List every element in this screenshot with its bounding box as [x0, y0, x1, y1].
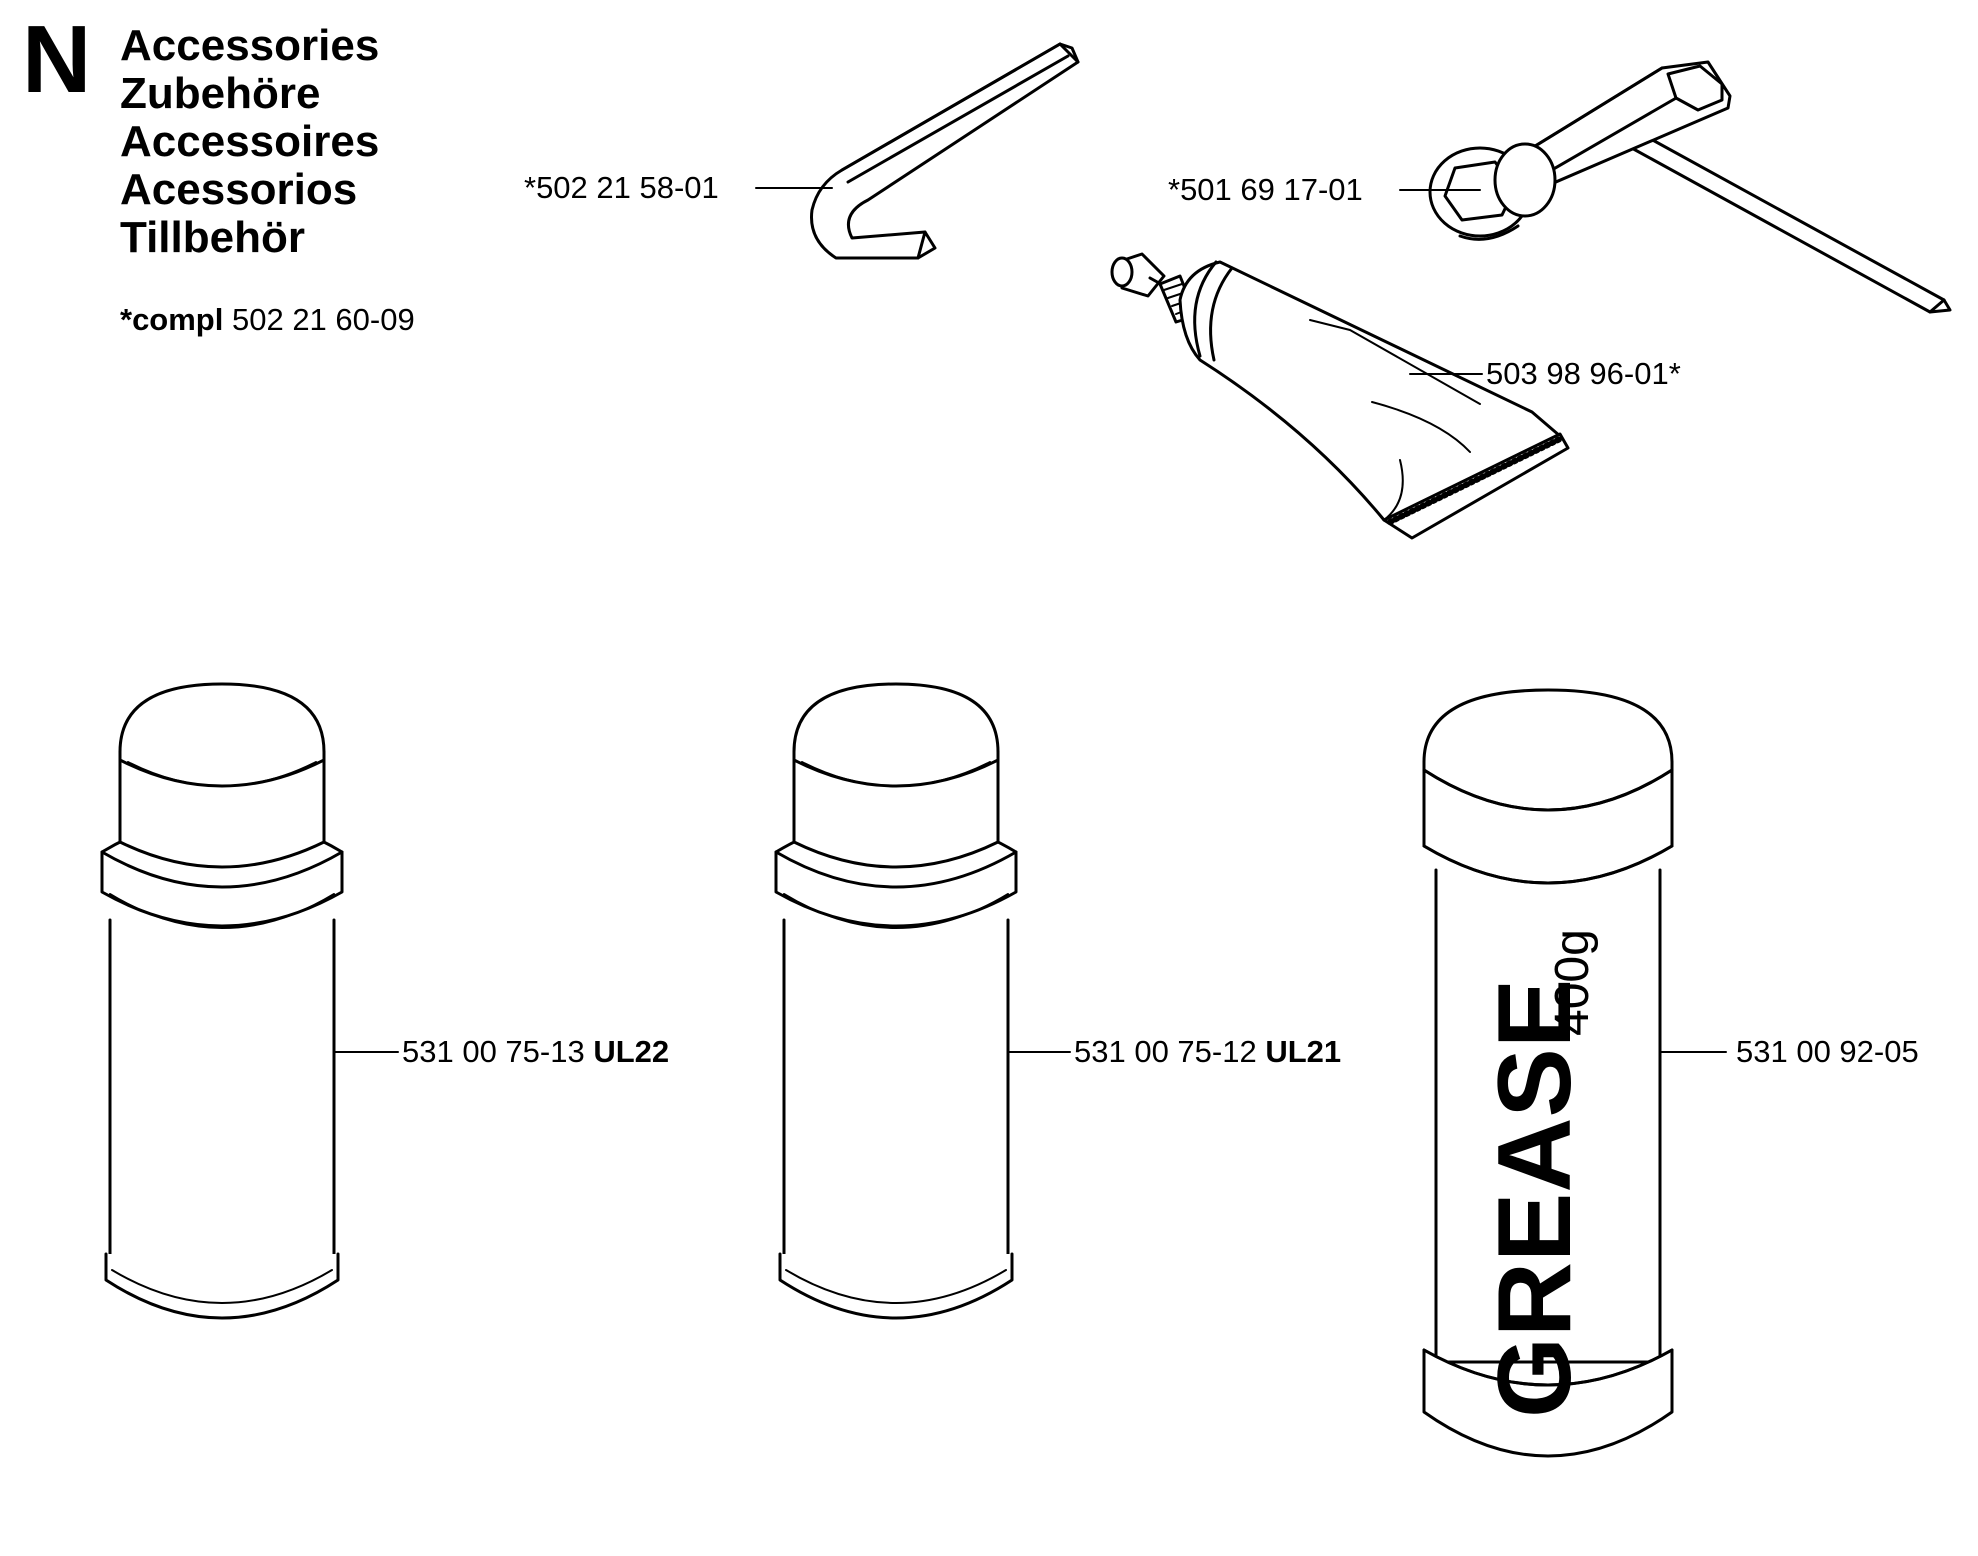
spray-can-2-illustration [774, 682, 1018, 1320]
spray-can-1-code: UL22 [593, 1034, 670, 1069]
spray-can-2-code: UL21 [1265, 1034, 1342, 1069]
title-de: Zubehöre [120, 69, 321, 118]
grease-cartridge-print: GREASE 400g [1477, 929, 1599, 1418]
title-en: Accessories [120, 21, 380, 70]
grease-cartridge-illustration [1422, 688, 1674, 1458]
title-es: Acessorios [120, 165, 358, 214]
label-spray-can-2: 531 00 75-12 UL21 [1074, 1036, 1341, 1067]
combi-wrench-illustration [1428, 60, 1952, 314]
leader-lines [333, 187, 1727, 1053]
label-combi-wrench: *501 69 17-01 [1168, 172, 1363, 207]
label-hex-key: *502 21 58-01 [524, 170, 719, 205]
label-grease-cartridge: 531 00 92-05 [1736, 1034, 1919, 1069]
grease-tube-illustration [1110, 252, 1570, 540]
compl-number: 502 21 60-09 [231, 302, 415, 337]
title-fr: Accessoires [120, 117, 380, 166]
section-letter: N [22, 6, 92, 113]
spray-can-1-part-number: 531 00 75-13 [402, 1034, 585, 1069]
grease-brand-text: GREASE [1477, 979, 1593, 1418]
compl-note: *compl 502 21 60-09 [120, 302, 415, 338]
section-titles: Accessories Zubehöre Accessoires Acessor… [120, 22, 379, 262]
label-grease-tube: 503 98 96-01* [1486, 356, 1681, 391]
spray-can-1-illustration [100, 682, 344, 1320]
compl-prefix: *compl [120, 302, 224, 337]
hex-key-illustration [810, 42, 1080, 260]
spray-can-2-part-number: 531 00 75-12 [1074, 1034, 1257, 1069]
grease-size-text: 400g [1546, 929, 1599, 1036]
label-spray-can-1: 531 00 75-13 UL22 [402, 1036, 669, 1067]
title-sv: Tillbehör [120, 213, 305, 262]
